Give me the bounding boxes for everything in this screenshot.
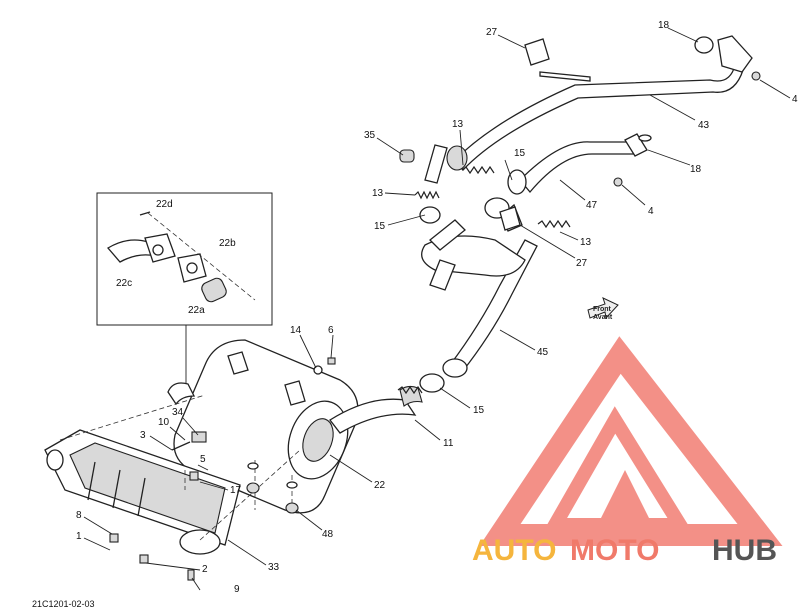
callout-9: 9 [234,584,240,595]
avant-label: Avant [593,314,613,321]
callout-22: 22 [374,480,386,491]
bracket-27b [499,206,521,231]
front-label: Front [593,306,612,313]
inset-parts [107,211,256,303]
callout-22c: 22c [116,278,132,289]
callout-14: 14 [290,325,302,336]
callout-27-mid: 27 [576,258,588,269]
grommet-34 [191,431,207,443]
nut-4 [751,71,761,81]
spring-11 [397,385,423,395]
callout-22b: 22b [219,238,236,249]
flange-18 [717,35,753,73]
pipe-45 [449,239,538,373]
callout-1: 1 [76,531,82,542]
callout-13-left: 13 [372,188,384,199]
callout-8: 8 [76,510,82,521]
nut-4b [613,177,623,187]
wordmark-hub: HUB [712,534,777,567]
wordmark-moto: MOTO [570,534,659,567]
ring-15 [419,206,441,224]
callout-4-mid: 4 [648,206,654,217]
spring-13 [461,165,495,175]
spring-13b [537,219,571,229]
callout-15-mid: 15 [514,148,526,159]
gasket-18 [694,36,714,54]
callout-22d: 22d [156,199,173,210]
assembly-line [199,449,301,541]
callout-35: 35 [364,130,376,141]
callout-13-top: 13 [452,119,464,130]
assembly-line [59,394,206,441]
bracket-27 [524,38,550,66]
callout-17: 17 [230,485,242,496]
gasket-18b [638,134,652,142]
callout-2: 2 [202,564,208,575]
callout-47: 47 [586,200,598,211]
callout-18-mid: 18 [690,164,702,175]
watermark-logo [479,336,783,546]
heat-shield [44,429,241,555]
callout-43: 43 [698,120,710,131]
pipe-22 [329,398,417,434]
callout-33: 33 [268,562,280,573]
callout-4-top: 4 [792,94,798,105]
callout-34: 34 [172,407,184,418]
callout-15-low: 15 [473,405,485,416]
callout-22a: 22a [188,305,205,316]
callout-11: 11 [443,438,454,449]
callout-6: 6 [328,325,334,336]
callout-15-left: 15 [374,221,386,232]
callout-27-top: 27 [486,27,498,38]
callout-3: 3 [140,430,146,441]
callout-48: 48 [322,529,334,540]
callout-10: 10 [158,417,170,428]
nut-6 [327,357,336,365]
grommet-35 [399,149,415,163]
ring-15b [419,373,445,393]
watermark-wordmark: AUTO MOTO HUB [472,534,777,567]
spring-13c [414,190,440,200]
wordmark-auto: AUTO [472,534,556,567]
callout-45: 45 [537,347,549,358]
diagram-code: 21C1201-02-03 [32,599,95,609]
callout-5: 5 [200,454,206,465]
callout-labels: 27 18 4 43 35 13 15 18 13 47 4 15 13 27 … [76,20,798,595]
callout-13-right: 13 [580,237,592,248]
leader-lines [83,27,791,591]
callout-18-top: 18 [658,20,670,31]
front-direction-arrow: Front Avant [587,297,619,321]
